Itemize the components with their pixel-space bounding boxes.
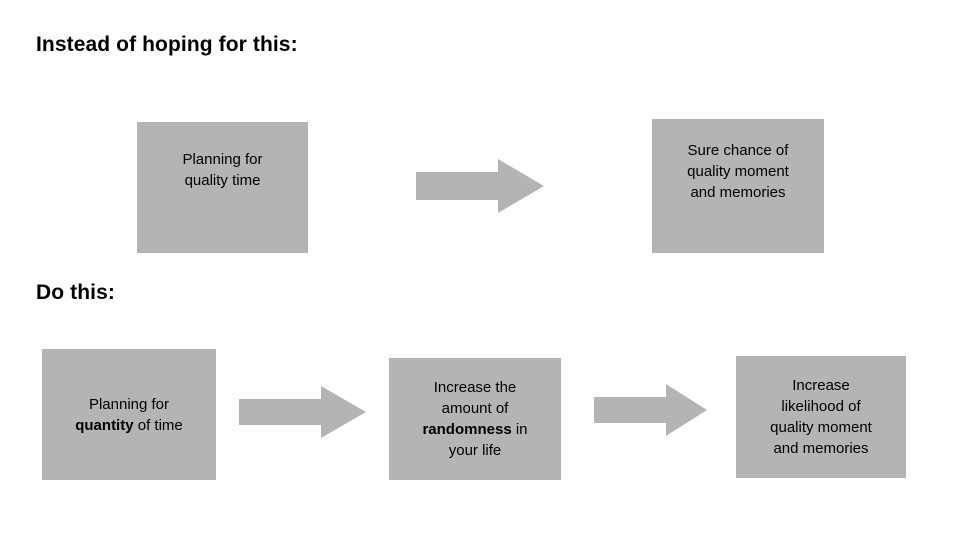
flow-arrow-right-row1 [416,159,544,213]
arrow-right-icon [239,386,366,438]
process-box-label: Sure chance of quality moment and memori… [687,141,789,201]
process-box-planning-for-quality-time[interactable]: Planning for quality time [137,122,308,253]
section-heading-do-this: Do this: [36,281,115,304]
flow-arrow-right-row2-first [239,386,366,438]
process-box-label: Planning for quality time [182,150,263,189]
arrow-right-icon [594,384,707,436]
process-box-sure-chance-of-quality-moment[interactable]: Sure chance of quality moment and memori… [652,119,824,253]
section-heading-instead-of-hoping: Instead of hoping for this: [36,33,298,56]
arrow-right-icon [416,159,544,213]
flow-arrow-right-row2-second [594,384,707,436]
